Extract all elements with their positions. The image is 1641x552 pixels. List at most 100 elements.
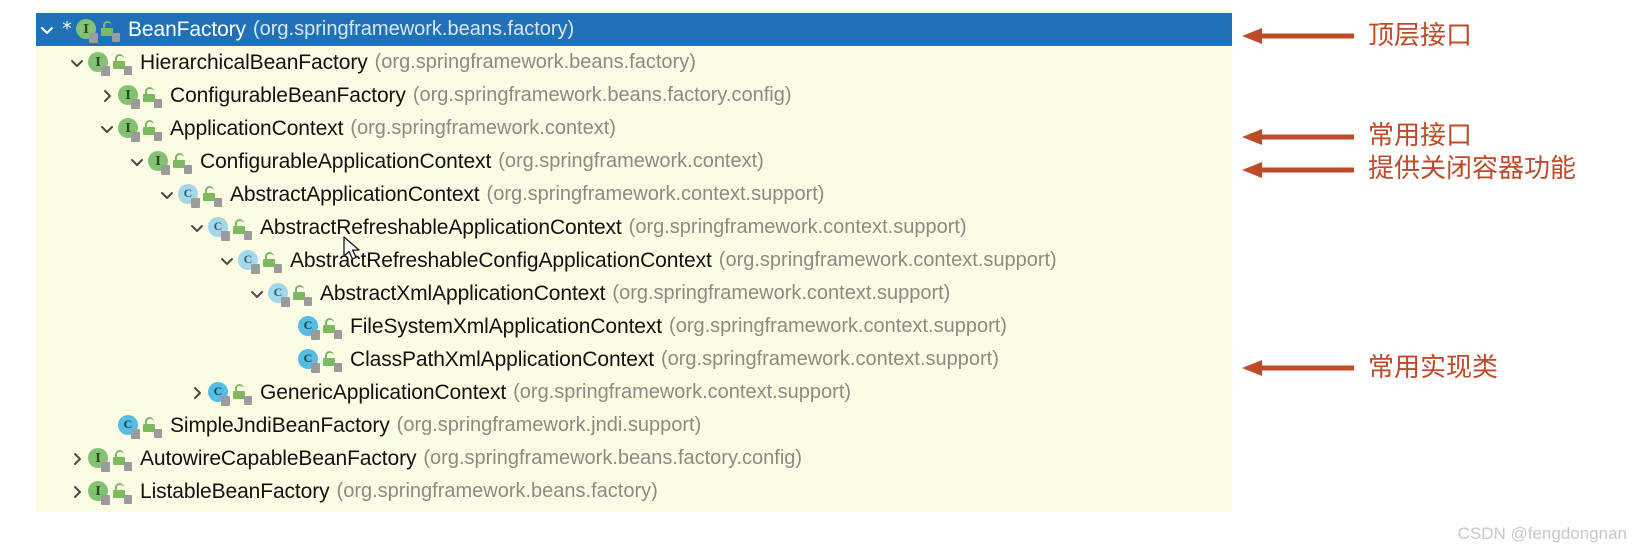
interface-icon: I bbox=[88, 51, 110, 76]
type-name: ConfigurableApplicationContext bbox=[200, 149, 492, 173]
package-name: (org.springframework.jndi.support) bbox=[396, 414, 702, 436]
type-icon-badge bbox=[281, 296, 290, 307]
package-name: (org.springframework.context.support) bbox=[718, 249, 1057, 271]
padlock-shackle bbox=[235, 218, 244, 228]
padlock-shackle bbox=[103, 20, 112, 30]
chevron-down-icon[interactable] bbox=[36, 13, 58, 46]
padlock-body bbox=[233, 390, 245, 399]
interface-icon: I bbox=[88, 447, 110, 472]
padlock-badge bbox=[274, 263, 282, 273]
package-name: (org.springframework.context) bbox=[350, 117, 616, 139]
public-unlocked-icon bbox=[172, 152, 192, 174]
chevron-down-icon[interactable] bbox=[246, 277, 268, 310]
padlock-badge bbox=[112, 32, 120, 42]
tree-row[interactable]: I AutowireCapableBeanFactory (org.springfr… bbox=[36, 442, 1232, 475]
tree-row[interactable]: I ConfigurableBeanFactory (org.springframe… bbox=[36, 79, 1232, 112]
padlock-body bbox=[113, 489, 125, 498]
annotation-common-interface: 常用接口 bbox=[1242, 120, 1576, 153]
chevron-down-icon[interactable] bbox=[96, 112, 118, 145]
type-icon-badge bbox=[191, 197, 200, 208]
package-name: (org.springframework.beans.factory) bbox=[252, 18, 575, 40]
tree-row[interactable]: C SimpleJndiBeanFactory (org.springframewo… bbox=[36, 409, 1232, 442]
package-name: (org.springframework.context.support) bbox=[660, 348, 999, 370]
type-icon-badge bbox=[101, 65, 110, 76]
padlock-shackle bbox=[115, 449, 124, 459]
package-name: (org.springframework.context.support) bbox=[513, 381, 852, 403]
tree-row[interactable]: C AbstractRefreshableConfigApplicationCon… bbox=[36, 244, 1232, 277]
padlock-badge bbox=[124, 494, 132, 504]
type-name: ApplicationContext bbox=[170, 116, 344, 140]
annotation-common-implementations: 常用实现类 bbox=[1242, 353, 1498, 384]
chevron-down-icon[interactable] bbox=[216, 244, 238, 277]
padlock-body bbox=[293, 291, 305, 300]
twisty-placeholder bbox=[276, 310, 298, 343]
type-name: AbstractRefreshableConfigApplicationCont… bbox=[290, 248, 712, 272]
type-icon-badge bbox=[131, 131, 140, 142]
type-name: ConfigurableBeanFactory bbox=[170, 83, 406, 107]
arrow-left-icon bbox=[1242, 127, 1354, 147]
abstract-class-icon: C bbox=[268, 282, 290, 307]
package-name: (org.springframework.beans.factory.confi… bbox=[412, 84, 792, 106]
type-name: AbstractXmlApplicationContext bbox=[320, 281, 606, 305]
chevron-right-icon[interactable] bbox=[66, 475, 88, 508]
padlock-shackle bbox=[175, 152, 184, 162]
type-icon-badge bbox=[221, 395, 230, 406]
padlock-shackle bbox=[325, 350, 334, 360]
package-name: (org.springframework.context.support) bbox=[669, 315, 1007, 337]
type-name: ListableBeanFactory bbox=[140, 479, 330, 503]
package-name: (org.springframework.context.support) bbox=[612, 282, 951, 304]
interface-icon: I bbox=[118, 84, 140, 109]
padlock-shackle bbox=[295, 284, 304, 294]
annotation-label: 提供关闭容器功能 bbox=[1368, 154, 1577, 185]
chevron-down-icon[interactable] bbox=[186, 211, 208, 244]
padlock-badge bbox=[244, 395, 252, 405]
arrow-left-icon bbox=[1242, 26, 1354, 46]
padlock-shackle bbox=[115, 482, 124, 492]
padlock-shackle bbox=[205, 185, 214, 195]
watermark-text: CSDN @fengdongnan bbox=[1457, 524, 1627, 543]
padlock-badge bbox=[124, 65, 132, 75]
padlock-body bbox=[233, 225, 245, 234]
abstract-class-icon: C bbox=[238, 249, 260, 274]
chevron-down-icon[interactable] bbox=[126, 145, 148, 178]
padlock-body bbox=[101, 27, 113, 36]
public-unlocked-icon bbox=[142, 86, 162, 108]
chevron-down-icon[interactable] bbox=[156, 178, 178, 211]
padlock-body bbox=[203, 192, 215, 201]
padlock-shackle bbox=[145, 416, 154, 426]
type-name: AutowireCapableBeanFactory bbox=[140, 446, 417, 470]
public-unlocked-icon bbox=[112, 449, 132, 471]
chevron-right-icon[interactable] bbox=[96, 79, 118, 112]
type-name: SimpleJndiBeanFactory bbox=[170, 413, 390, 437]
public-unlocked-icon bbox=[112, 482, 132, 504]
type-name: FileSystemXmlApplicationContext bbox=[350, 314, 663, 338]
chevron-right-icon[interactable] bbox=[66, 442, 88, 475]
padlock-shackle bbox=[115, 53, 124, 63]
class-icon: C bbox=[118, 414, 140, 439]
chevron-right-icon[interactable] bbox=[186, 376, 208, 409]
padlock-badge bbox=[184, 164, 192, 174]
padlock-badge bbox=[244, 230, 252, 240]
tree-row[interactable]: C AbstractXmlApplicationContext (org.sprin… bbox=[36, 277, 1232, 310]
public-unlocked-icon bbox=[322, 317, 342, 339]
public-unlocked-icon bbox=[322, 350, 342, 372]
chevron-down-icon[interactable] bbox=[66, 46, 88, 79]
type-name: AbstractRefreshableApplicationContext bbox=[260, 215, 622, 239]
package-name: (org.springframework.beans.factory.confi… bbox=[423, 447, 803, 469]
type-icon-badge bbox=[161, 164, 170, 175]
padlock-body bbox=[263, 258, 275, 267]
interface-icon: I bbox=[148, 150, 170, 175]
padlock-shackle bbox=[265, 251, 274, 261]
public-unlocked-icon bbox=[100, 20, 120, 42]
